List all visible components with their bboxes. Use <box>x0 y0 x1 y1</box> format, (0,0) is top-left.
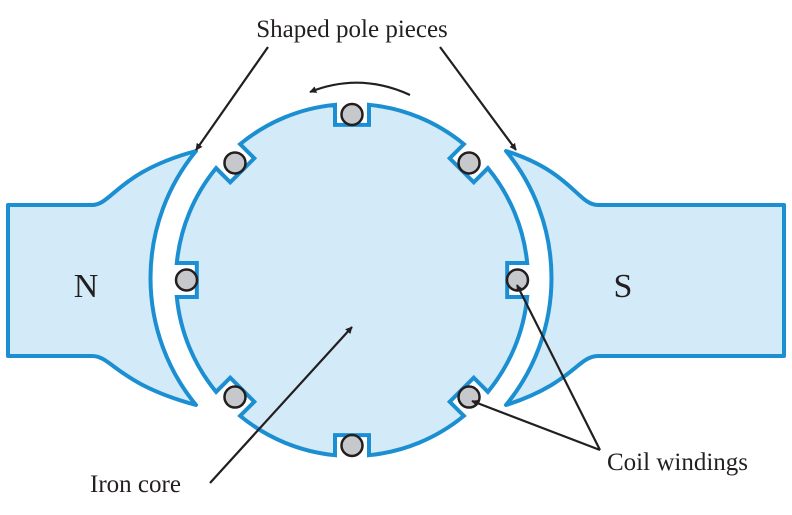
rotation-arrow <box>309 81 411 96</box>
coil-windings-group <box>174 102 530 458</box>
coil-leader-bottom <box>471 399 601 452</box>
coil-winding-8 <box>457 151 481 175</box>
iron-core-label: Iron core <box>90 471 181 498</box>
coil-winding-4 <box>223 385 247 409</box>
coil-winding-5 <box>340 433 364 458</box>
pole-piece-leader-left <box>195 46 269 151</box>
coil-windings-label: Coil windings <box>607 449 748 476</box>
coil-winding-1 <box>340 102 364 127</box>
pole-pieces-label: Shaped pole pieces <box>256 16 448 43</box>
coil-winding-2 <box>223 151 247 175</box>
south-magnet <box>504 149 786 407</box>
pole-piece-leader-right <box>439 46 517 151</box>
iron-core-leader <box>209 326 353 484</box>
north-pole-label: N <box>74 268 99 305</box>
north-magnet <box>6 149 198 407</box>
coil-leader-right <box>516 284 601 451</box>
coil-winding-6 <box>457 385 481 409</box>
iron-core-rotor <box>174 102 530 458</box>
south-pole-label: S <box>614 268 633 305</box>
coil-winding-3 <box>174 268 199 292</box>
